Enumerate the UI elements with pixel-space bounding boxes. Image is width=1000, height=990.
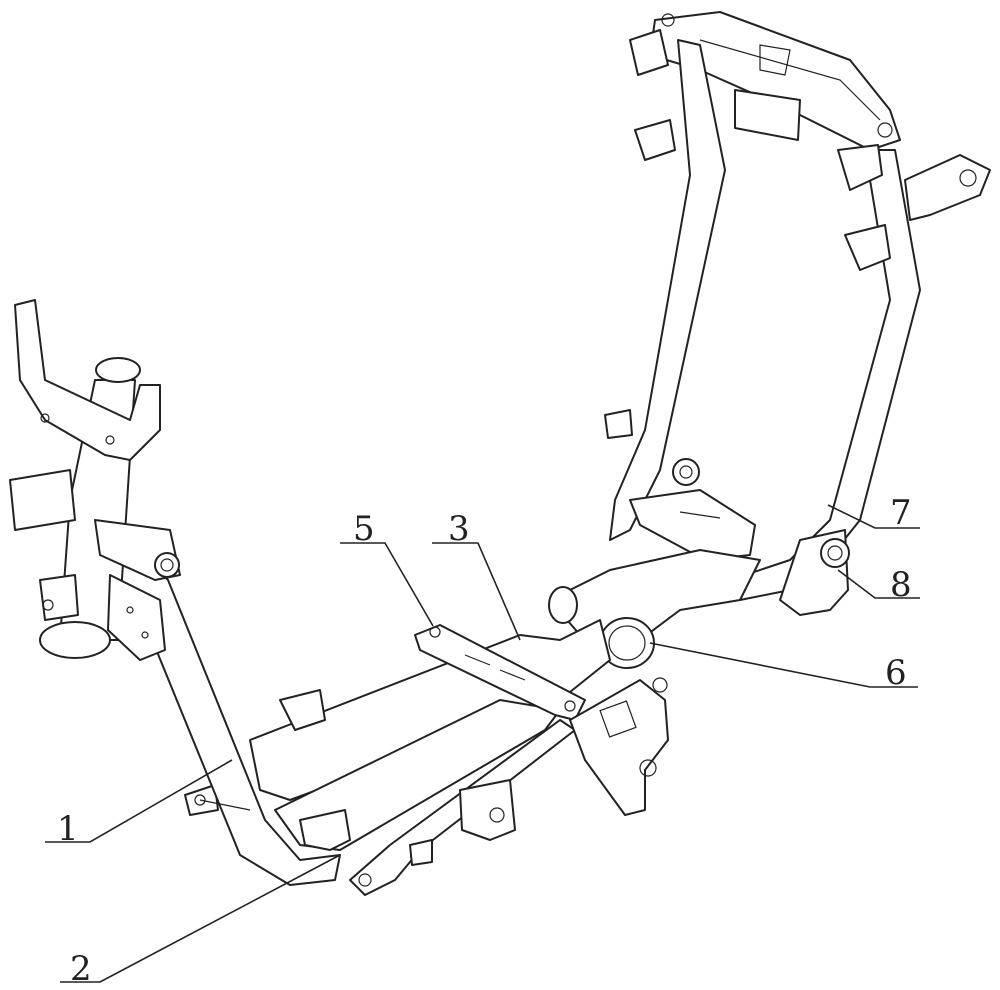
leader-lines xyxy=(45,504,920,983)
leader-8 xyxy=(837,569,920,599)
leader-1 xyxy=(45,759,233,843)
pivot-assembly xyxy=(548,489,761,669)
head-assembly xyxy=(9,299,181,661)
leader-3 xyxy=(432,542,521,641)
leader-6 xyxy=(649,642,918,688)
label-7: 7 xyxy=(890,493,912,533)
rear-frame xyxy=(604,11,991,616)
leader-7 xyxy=(827,504,920,529)
label-6: 6 xyxy=(885,653,907,693)
leader-2 xyxy=(60,854,341,983)
floor-frame xyxy=(184,619,669,896)
leader-5 xyxy=(340,542,434,627)
label-8: 8 xyxy=(890,565,912,605)
label-1: 1 xyxy=(57,809,79,849)
label-2: 2 xyxy=(70,949,92,989)
reference-labels: 1 2 3 5 6 7 8 xyxy=(57,493,912,989)
label-3: 3 xyxy=(448,509,470,549)
label-5: 5 xyxy=(353,509,375,549)
